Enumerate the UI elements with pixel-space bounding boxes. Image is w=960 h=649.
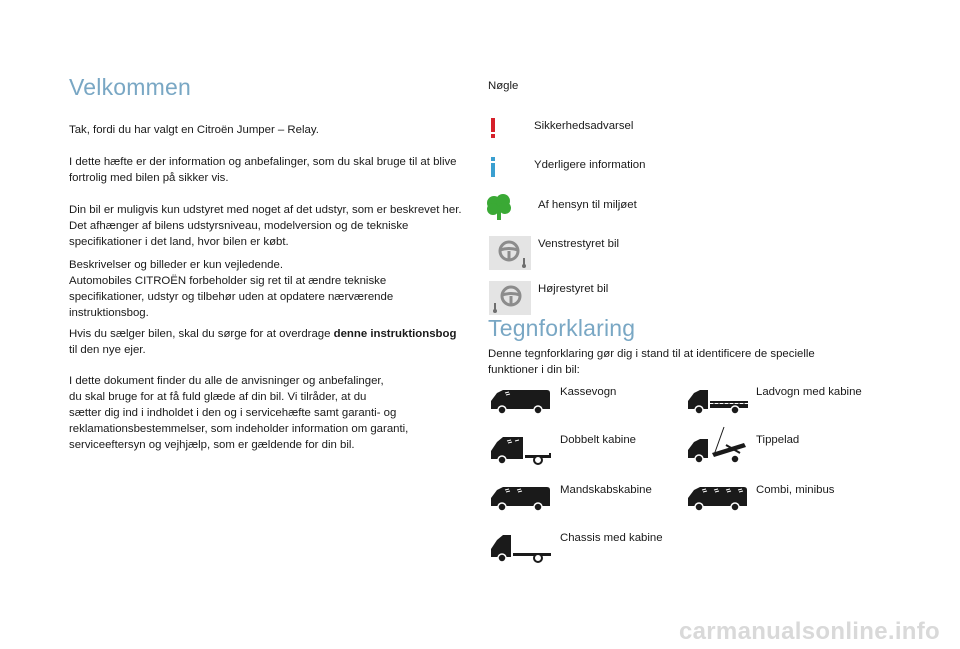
vehicle-panel-van-label: Kassevogn	[560, 386, 617, 398]
sale-text-prefix: Hvis du sælger bilen, skal du sørge for …	[69, 328, 334, 340]
page-title: Velkommen	[69, 74, 191, 100]
equipment-paragraph: Din bil er muligvis kun udstyret med nog…	[69, 204, 462, 248]
info-icon	[491, 157, 495, 177]
vehicle-tipper-label: Tippelad	[756, 434, 800, 446]
vehicle-double-cab-label: Dobbelt kabine	[560, 434, 636, 446]
sale-text-bold: denne instruktionsbog	[333, 328, 457, 340]
key-item-rhd-label: Højrestyret bil	[538, 283, 609, 295]
info-paragraph: I dette hæfte er der information og anbe…	[69, 156, 457, 184]
minibus-icon	[688, 487, 747, 512]
legend-title: Tegnforklaring	[488, 315, 636, 341]
document-line-3: sætter dig ind i indholdet i den og i se…	[69, 407, 409, 451]
disclaimer-line-2: Automobiles CITROËN forbeholder sig ret …	[69, 275, 394, 319]
disclaimer-paragraph: Beskrivelser og billeder er kun vejleden…	[69, 257, 464, 321]
vehicle-minibus-label: Combi, minibus	[756, 484, 835, 496]
sale-paragraph: Hvis du sælger bilen, skal du sørge for …	[69, 326, 464, 358]
sale-text-suffix: til den nye ejer.	[69, 344, 146, 356]
document-paragraph: I dette dokument finder du alle de anvis…	[69, 373, 469, 453]
document-line-2: du skal bruge for at få fuld glæde af di…	[69, 391, 367, 403]
vehicle-platform-cab-label: Ladvogn med kabine	[756, 386, 862, 398]
legend-intro: Denne tegnforklaring gør dig i stand til…	[488, 348, 815, 376]
key-item-lhd-label: Venstrestyret bil	[538, 238, 620, 250]
key-item-info-label: Yderligere information	[534, 159, 646, 171]
steering-wheel-left-icon	[489, 236, 531, 270]
key-item-environment-label: Af hensyn til miljøet	[538, 199, 637, 211]
chassis-cab-icon	[491, 535, 551, 563]
key-title: Nøgle	[488, 80, 519, 92]
vehicle-crew-cab-label: Mandskabskabine	[560, 484, 652, 496]
panel-van-icon	[491, 390, 550, 415]
key-item-safety-label: Sikkerhedsadvarsel	[534, 120, 634, 132]
platform-cab-icon	[688, 390, 748, 415]
double-cab-icon	[491, 437, 551, 465]
disclaimer-line-1: Beskrivelser og billeder er kun vejleden…	[69, 259, 284, 271]
crew-cab-icon	[491, 487, 550, 512]
document-line-1: I dette dokument finder du alle de anvis…	[69, 375, 384, 387]
exclamation-icon	[491, 118, 495, 138]
tipper-icon	[688, 426, 746, 464]
tree-icon	[487, 194, 511, 220]
steering-wheel-right-icon	[489, 281, 531, 315]
intro-paragraph: Tak, fordi du har valgt en Citroën Jumpe…	[69, 124, 319, 136]
watermark: carmanualsonline.info	[679, 618, 941, 645]
vehicle-chassis-cab-label: Chassis med kabine	[560, 532, 663, 544]
